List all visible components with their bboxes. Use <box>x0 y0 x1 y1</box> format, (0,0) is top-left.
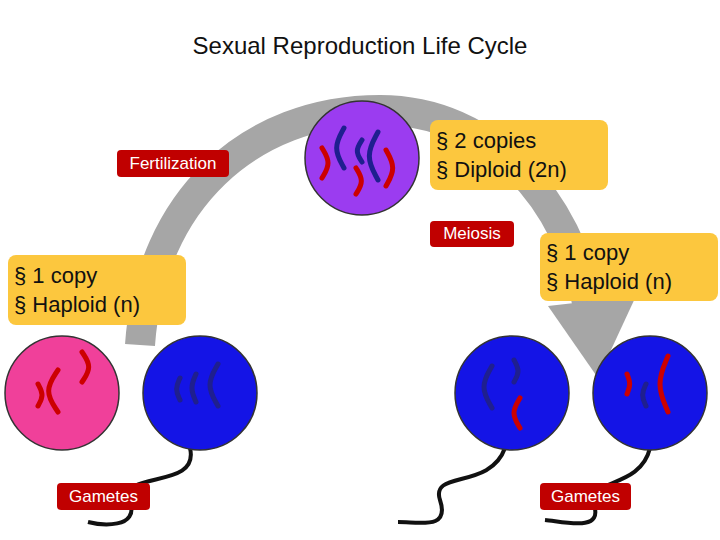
chromosome <box>177 378 180 400</box>
sperm-cell <box>593 336 707 450</box>
chromosome <box>514 360 518 382</box>
node-text: Gametes <box>69 487 138 507</box>
chromosome <box>514 398 520 428</box>
ploidy-note: § 2 copies§ Diploid (2n) <box>430 120 608 190</box>
stage-label: Meiosis <box>430 221 514 247</box>
chromosome <box>38 384 42 406</box>
sperm-cell <box>143 336 257 450</box>
diagram-title: Sexual Reproduction Life Cycle <box>0 32 720 60</box>
chromosome <box>357 140 362 162</box>
zygote-cell <box>305 101 419 215</box>
chromosome <box>322 148 328 178</box>
ploidy-note: § 1 copy§ Haploid (n) <box>8 255 186 325</box>
stage-label: Gametes <box>57 483 150 510</box>
sperm-tail <box>398 448 505 523</box>
chromosome <box>484 366 492 408</box>
node-text: Gametes <box>551 487 620 507</box>
egg-cell <box>5 336 119 450</box>
chromosome <box>627 374 630 394</box>
chromosome <box>386 150 393 186</box>
node-text: § 2 copies <box>436 126 608 155</box>
chromosome <box>210 364 218 406</box>
chromosome <box>49 370 58 412</box>
node-text: § 1 copy <box>14 261 186 290</box>
chromosome <box>660 356 668 412</box>
chromosome <box>82 352 89 382</box>
node-text: § Haploid (n) <box>14 290 186 319</box>
chromosome <box>369 132 378 180</box>
chromosome <box>356 168 361 194</box>
node-text: Meiosis <box>443 224 501 244</box>
node-text: § 1 copy <box>546 238 718 267</box>
chromosome <box>192 374 196 402</box>
node-text: § Haploid (n) <box>546 267 718 296</box>
chromosome <box>643 384 646 406</box>
node-text: Fertilization <box>130 154 217 174</box>
node-text: § Diploid (2n) <box>436 155 608 184</box>
ploidy-note: § 1 copy§ Haploid (n) <box>540 233 718 301</box>
stage-label: Gametes <box>540 483 631 510</box>
sperm-cell <box>455 336 569 450</box>
chromosome <box>337 128 344 168</box>
stage-label: Fertilization <box>117 150 229 177</box>
